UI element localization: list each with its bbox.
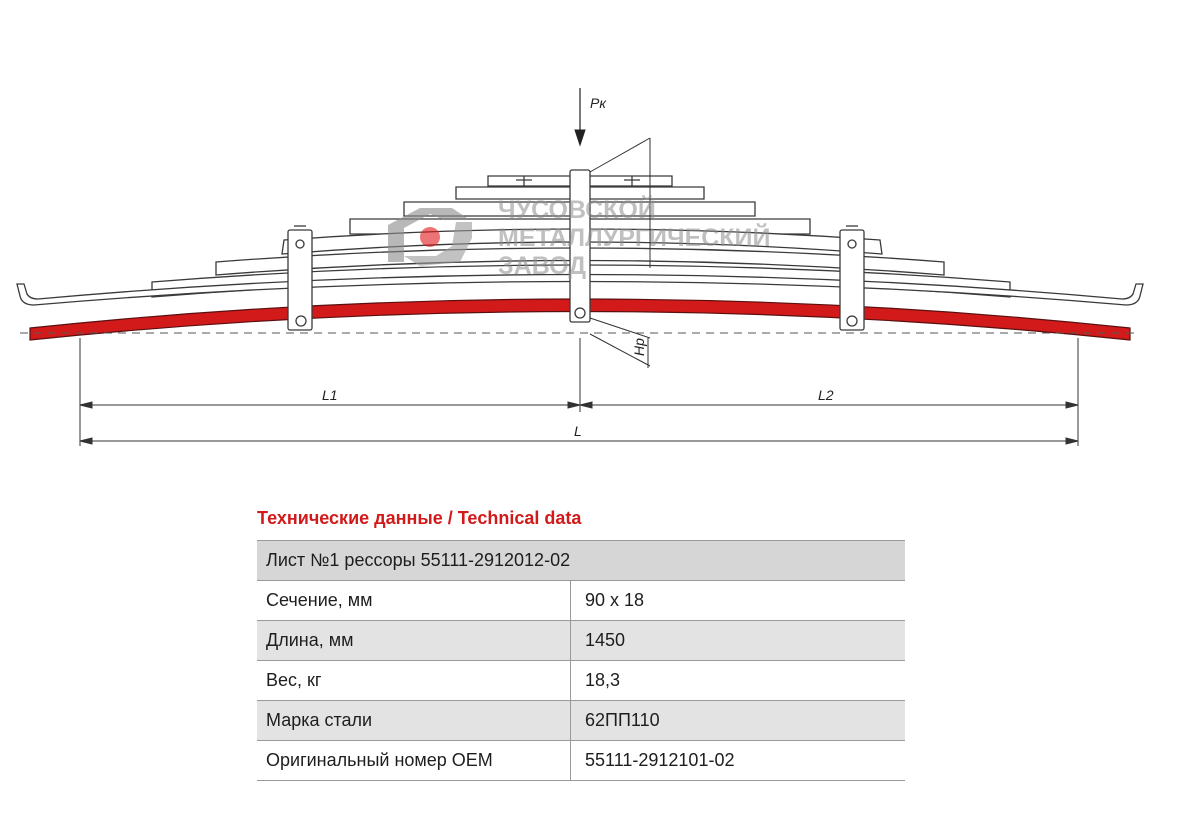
table-row: Длина, мм 1450 bbox=[257, 620, 905, 661]
watermark-line-3: ЗАВОД bbox=[498, 252, 586, 280]
table-header: Лист №1 рессоры 55111-2912012-02 bbox=[257, 540, 905, 581]
watermark-line-2: МЕТАЛЛУРГИЧЕСКИЙ bbox=[498, 222, 771, 252]
leaf-spring-drawing: Pк Hр L1 L2 L ЧУСОВСКОЙ МЕТАЛЛУРГИЧЕСКИЙ… bbox=[16, 88, 1144, 446]
row-label: Оригинальный номер OEM bbox=[257, 740, 571, 781]
height-dimension bbox=[589, 137, 651, 368]
row-label: Длина, мм bbox=[257, 620, 571, 661]
load-arrow bbox=[574, 88, 586, 147]
table-header-row: Лист №1 рессоры 55111-2912012-02 bbox=[257, 540, 905, 581]
row-label: Марка стали bbox=[257, 700, 571, 741]
table-row: Вес, кг 18,3 bbox=[257, 660, 905, 701]
height-label: Hр bbox=[631, 338, 647, 356]
dim-total-label: L bbox=[574, 423, 582, 439]
row-value: 90 х 18 bbox=[570, 580, 905, 621]
table-row: Сечение, мм 90 х 18 bbox=[257, 580, 905, 621]
technical-data-title: Технические данные / Technical data bbox=[257, 508, 582, 528]
row-value: 18,3 bbox=[570, 660, 905, 701]
center-bolt bbox=[516, 169, 640, 323]
chmz-logo-icon bbox=[388, 208, 472, 266]
load-label: Pк bbox=[590, 95, 607, 111]
clamp-right bbox=[839, 225, 865, 331]
row-value: 1450 bbox=[570, 620, 905, 661]
dim-l2-label: L2 bbox=[818, 387, 834, 403]
row-value: 55111-2912101-02 bbox=[570, 740, 905, 781]
watermark-line-1: ЧУСОВСКОЙ bbox=[498, 194, 656, 224]
row-label: Сечение, мм bbox=[257, 580, 571, 621]
row-value: 62ПП110 bbox=[570, 700, 905, 741]
table-row: Марка стали 62ПП110 bbox=[257, 700, 905, 741]
clamp-left bbox=[287, 225, 313, 331]
technical-data-table: Лист №1 рессоры 55111-2912012-02 Сечение… bbox=[257, 540, 905, 781]
length-dimensions bbox=[79, 338, 1079, 446]
dim-l1-label: L1 bbox=[322, 387, 338, 403]
row-label: Вес, кг bbox=[257, 660, 571, 701]
table-row: Оригинальный номер OEM 55111-2912101-02 bbox=[257, 740, 905, 781]
